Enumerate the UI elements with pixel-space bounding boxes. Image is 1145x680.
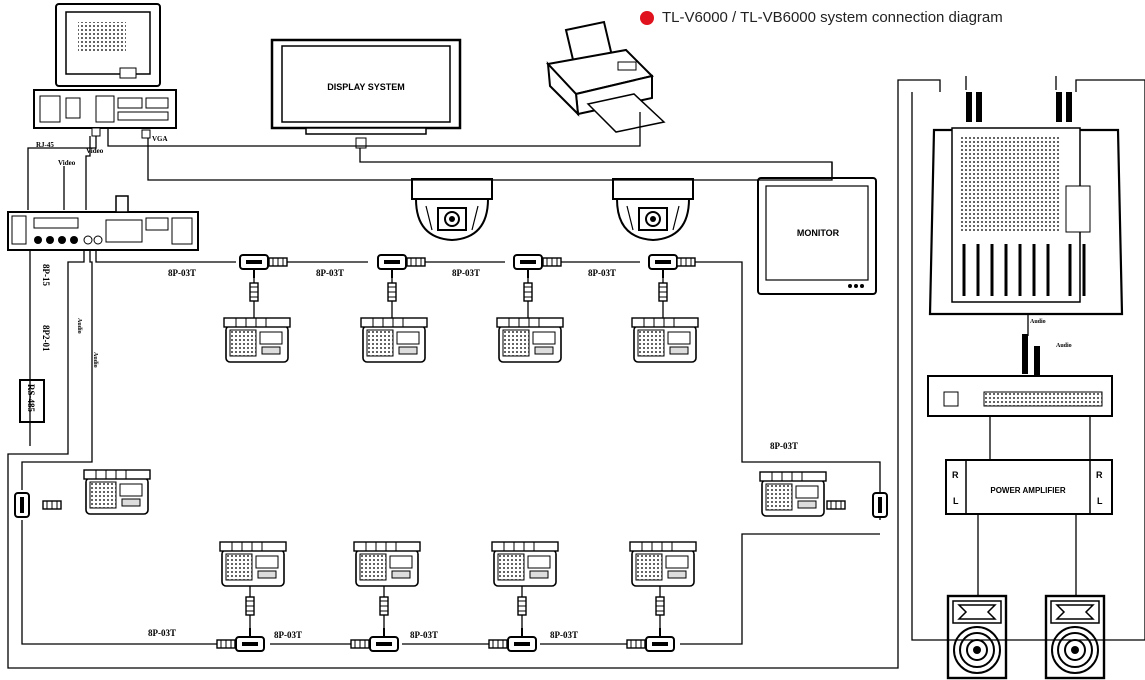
cable-label: 8P-03T (410, 630, 438, 640)
video-label-2: Video (58, 159, 76, 167)
audio-label-4: Audio (1056, 343, 1072, 349)
tee-connector (507, 627, 537, 652)
delegate-unit (759, 471, 827, 517)
computer-case (33, 89, 177, 129)
tee-connector (648, 254, 678, 279)
amp-r-left: R (952, 470, 959, 480)
amp-r-right: R (1096, 470, 1103, 480)
video-label-1: Video (86, 147, 104, 155)
power-amplifier-label: POWER AMPLIFIER (990, 486, 1065, 495)
printer (546, 20, 666, 133)
delegate-unit (491, 541, 559, 587)
power-amplifier (945, 459, 1113, 515)
vga-label: VGA (152, 135, 168, 143)
display-system-label: DISPLAY SYSTEM (327, 82, 405, 92)
cable-label: 8P-03T (550, 630, 578, 640)
rj45-plug (91, 127, 101, 137)
cable-label: 8P-03T (316, 268, 344, 278)
rs485-box (19, 379, 45, 423)
top-delegate-chain (223, 254, 699, 363)
audio-label-1: Audio (76, 318, 82, 334)
cable-label: 8P-03T (274, 630, 302, 640)
title-bullet-dot (640, 11, 654, 25)
tee-connector (645, 627, 675, 652)
tee-connector (513, 254, 543, 279)
dome-camera-2 (612, 178, 694, 241)
vga-plug (141, 129, 151, 139)
delegate-unit (629, 541, 697, 587)
dome-camera-1 (411, 178, 493, 241)
delegate-unit (496, 317, 564, 363)
bottom-delegate-chain (14, 469, 888, 652)
delegate-unit (353, 541, 421, 587)
wiring (7, 76, 1145, 669)
diagram-title: TL-V6000 / TL-VB6000 system connection d… (662, 9, 1003, 26)
host-controller (7, 195, 199, 251)
tee-connector (369, 627, 399, 652)
cable-label: 8P-03T (168, 268, 196, 278)
cable-label: 8P-03T (148, 628, 176, 638)
rj45-label: RJ-45 (36, 141, 54, 149)
audio-label-3: Audio (1030, 319, 1046, 325)
cable-8p15-label: 8P-15 (41, 264, 51, 286)
delegate-unit (219, 541, 287, 587)
monitor-label: MONITOR (797, 228, 840, 238)
tee-connector (239, 254, 269, 279)
audio-processor (927, 334, 1113, 417)
delegate-unit (631, 317, 699, 363)
cable-label: 8P-03T (770, 441, 798, 451)
speaker-right (1044, 594, 1106, 680)
cable-8p201-label: 8P2-01 (41, 325, 51, 352)
delegate-unit (223, 317, 291, 363)
delegate-unit (83, 469, 151, 515)
tee-connector (235, 627, 265, 652)
cable-label: 8P-03T (452, 268, 480, 278)
delegate-unit (360, 317, 428, 363)
tee-connector (377, 254, 407, 279)
display-system (270, 38, 462, 149)
cable-label: 8P-03T (588, 268, 616, 278)
audio-label-2: Audio (92, 352, 98, 368)
monitor (757, 177, 877, 295)
rs485-label: RS-485 (26, 384, 36, 413)
computer-monitor (55, 3, 161, 87)
amp-l-left: L (953, 496, 959, 506)
audio-mixer (928, 92, 1124, 316)
speaker-left (946, 594, 1008, 680)
amp-l-right: L (1097, 496, 1103, 506)
